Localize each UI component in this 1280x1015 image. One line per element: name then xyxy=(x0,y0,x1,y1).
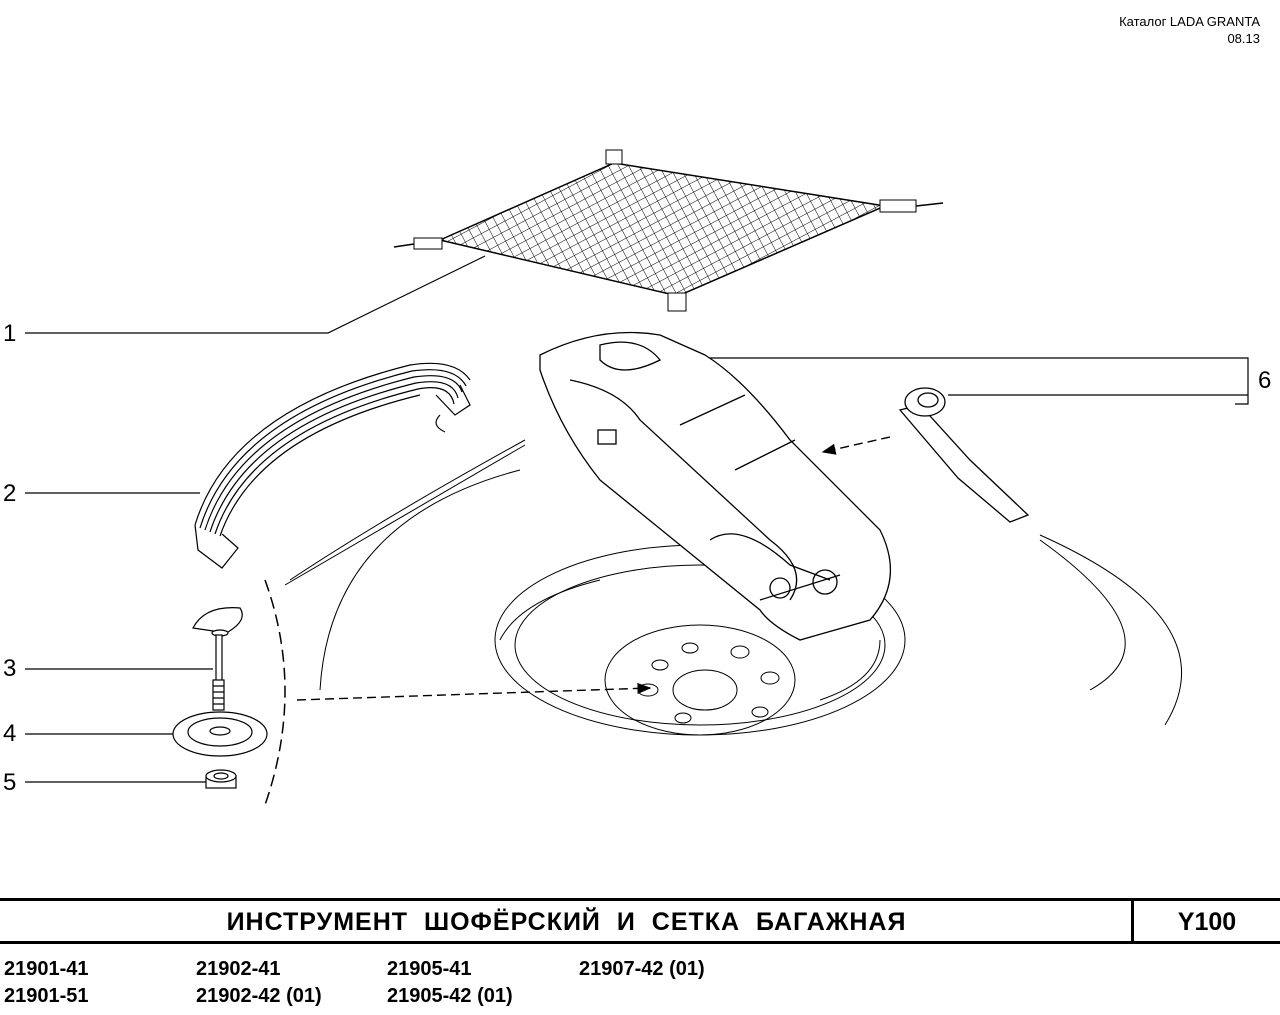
callout-3: 3 xyxy=(3,655,17,682)
title-divider xyxy=(1131,901,1134,941)
model-code: 21905-41 xyxy=(387,958,472,980)
tool-kit-bag xyxy=(539,331,891,641)
spacer-ring xyxy=(205,769,237,789)
catalog-title: Каталог LADA GRANTA xyxy=(1119,14,1260,29)
model-code: 21907-42 (01) xyxy=(579,958,705,980)
model-code: 21901-51 xyxy=(4,985,89,1007)
leader-line-6 xyxy=(708,357,1249,405)
section-code: Y100 xyxy=(1177,908,1237,936)
cargo-net xyxy=(393,149,944,312)
clamp-washer xyxy=(172,711,268,757)
model-code: 21905-42 (01) xyxy=(387,985,513,1007)
callout-1: 1 xyxy=(3,320,17,347)
catalog-date: 08.13 xyxy=(1227,31,1260,46)
title-bar: ИНСТРУМЕНТ ШОФЁРСКИЙ И СЕТКА БАГАЖНАЯ Y1… xyxy=(0,898,1280,944)
model-code: 21901-41 xyxy=(4,958,89,980)
model-code: 21902-41 xyxy=(196,958,281,980)
leader-line-1 xyxy=(25,255,486,334)
wheel-brace xyxy=(898,387,1030,523)
callout-6: 6 xyxy=(1258,367,1272,394)
assembly-arrows xyxy=(296,436,891,701)
callout-5: 5 xyxy=(3,769,17,796)
parts-drawing xyxy=(25,149,1249,806)
callout-2: 2 xyxy=(3,480,17,507)
spare-wheel-outline xyxy=(264,439,1182,806)
wheel-bolt xyxy=(192,607,243,711)
page-title: ИНСТРУМЕНТ ШОФЁРСКИЙ И СЕТКА БАГАЖНАЯ xyxy=(226,908,907,936)
holding-strap xyxy=(194,362,471,569)
model-code: 21902-42 (01) xyxy=(196,985,322,1007)
leader-lines xyxy=(25,255,1249,783)
callout-4: 4 xyxy=(3,720,17,747)
